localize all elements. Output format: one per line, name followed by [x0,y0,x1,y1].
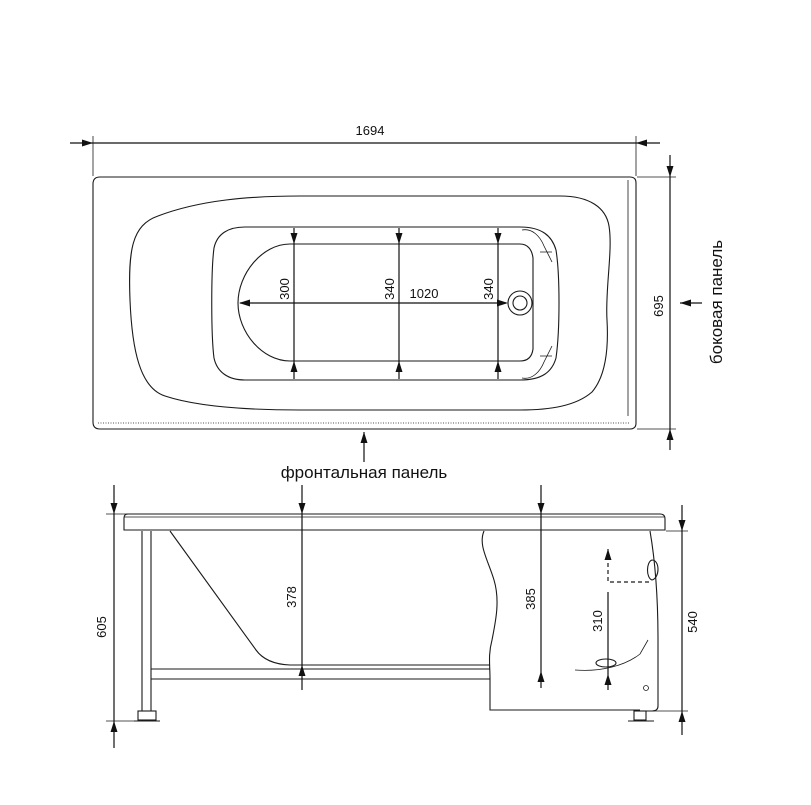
label-width-340-right: 340 [481,278,496,300]
arrow-1694-right [636,139,647,147]
label-width-300: 300 [277,278,292,300]
arrow-310-bottom [604,674,612,685]
arrow-340m-top [395,233,403,244]
label-overall-width: 695 [651,295,666,317]
basin-bottom-plate [211,226,560,381]
label-drain-height: 310 [590,610,605,632]
side-rim [123,513,666,531]
arrow-1020-left [239,299,250,307]
basin-flat-area [237,243,534,362]
side-right-body [640,530,659,712]
label-total-height: 605 [94,616,109,638]
drain-outlet [595,658,617,668]
arrow-340r-bottom [494,361,502,372]
basin-contour [129,195,611,411]
drain-inner [512,295,528,311]
arrow-695-top [666,166,674,177]
label-depth-378: 378 [284,586,299,608]
side-small-circle [643,685,649,691]
basin-slope [169,530,490,666]
label-inner-length: 1020 [410,286,439,301]
arrow-605-bottom [110,721,118,732]
label-width-340-middle: 340 [382,278,397,300]
label-rim-height: 540 [685,611,700,633]
arrow-300-top [290,233,298,244]
arrow-385-top [537,503,545,514]
cutaway-edge [481,530,640,711]
arrow-540-top [678,520,686,531]
drain-outer [507,290,533,316]
label-overall-length: 1694 [356,123,385,138]
arrow-378-top [298,503,306,514]
arrow-1694-left [82,139,93,147]
arrow-340r-top [494,233,502,244]
arrow-540-bottom [678,711,686,722]
side-panel-arrow-head [680,299,691,307]
bathtub-outer-rim [92,176,637,430]
arrow-310-top [604,549,612,560]
arrow-300-bottom [290,361,298,372]
arrow-378-bottom [298,665,306,676]
headrest-detail [521,229,553,379]
right-foot [633,710,647,721]
left-foot [137,710,157,721]
arrow-340m-bottom [395,361,403,372]
arrow-605-top [110,503,118,514]
front-panel-arrow-head [360,432,368,443]
arrow-695-bottom [666,429,674,440]
arrow-1020-right [497,299,508,307]
top-view: 1694 695 1020 300 340 340 фронтальная па… [70,123,726,482]
label-depth-385: 385 [523,588,538,610]
front-panel-label: фронтальная панель [281,463,448,482]
side-right-inner [574,639,649,671]
overflow-detail [646,559,659,581]
side-view: 605 378 385 310 540 [94,485,700,748]
drain-dashed-line [607,549,652,583]
side-panel-label: боковая панель [707,240,726,364]
arrow-385-bottom [537,671,545,682]
